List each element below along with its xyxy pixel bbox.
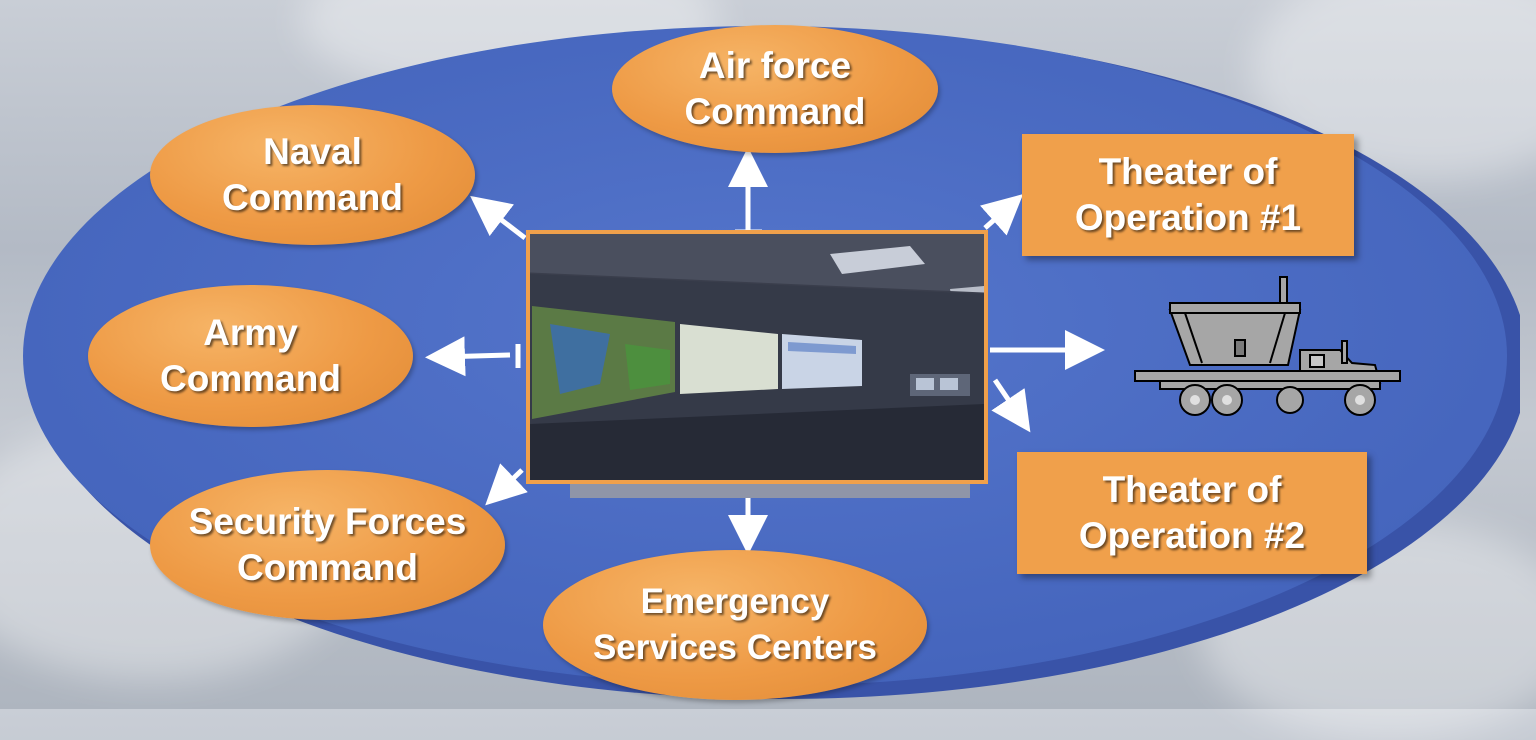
air-force-command-label: Air force Command	[684, 45, 866, 132]
photo-shadow	[570, 484, 970, 498]
arrow-army	[425, 336, 511, 377]
node-emergency-services-centers: Emergency Services Centers	[543, 550, 927, 700]
theater-2-label: Theater of Operation #2	[1078, 469, 1306, 556]
emergency-services-label: Emergency Services Centers	[592, 582, 878, 667]
theater-1-label: Theater of Operation #1	[1074, 151, 1302, 238]
node-security-forces-command: Security Forces Command	[150, 470, 505, 620]
node-air-force-command: Air force Command	[612, 25, 938, 153]
node-theater-of-operation-2: Theater of Operation #2	[1017, 452, 1367, 574]
army-command-label: Army Command	[160, 312, 341, 399]
arrow-theater-1	[980, 194, 1024, 236]
arrow-theater-2	[991, 378, 1031, 433]
node-theater-of-operation-1: Theater of Operation #1	[1022, 134, 1354, 256]
command-center-photo	[526, 230, 988, 484]
node-army-command: Army Command	[88, 285, 413, 427]
arrow-security	[485, 463, 528, 506]
naval-command-label: Naval Command	[222, 131, 403, 218]
security-forces-command-label: Security Forces Command	[188, 501, 467, 588]
command-center-image	[530, 234, 984, 480]
arrow-naval	[470, 195, 527, 240]
truck-icon	[1134, 276, 1401, 416]
node-naval-command: Naval Command	[150, 105, 475, 245]
